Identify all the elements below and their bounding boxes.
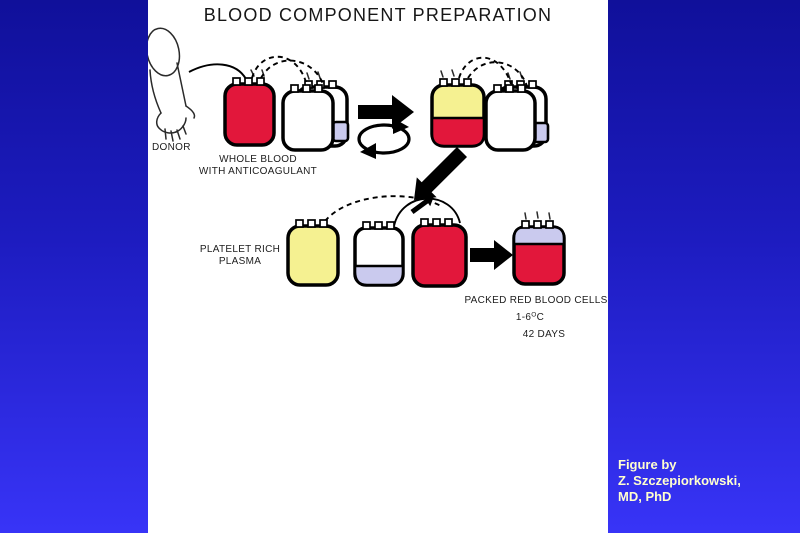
donor-arm-drawing [148,27,196,142]
empty-satellite-bags-2 [484,71,550,152]
transfer-tubing [324,195,442,222]
platelet-rich-plasma-bag [286,219,340,287]
separated-whole-blood-bag [430,69,486,148]
blood-component-diagram: DONOR WHOLE BLOOD WITH ANTICOAGULANT [148,27,607,340]
arrow-right-icon [358,95,414,129]
transfer-tubing [458,56,512,85]
transfer-tubing [467,61,528,87]
centrifuge-rotation-icon [357,118,411,159]
storage-days-label: 42 DAYS [523,329,566,340]
prp-label-line1: PLATELET RICH [200,244,280,255]
slide-panel: BLOOD COMPONENT PREPARATION [148,0,608,533]
whole-blood-label-line1: WHOLE BLOOD [219,154,297,165]
figure-credit: Figure by Z. Szczepiorkowski, MD, PhD [618,457,741,505]
prp-label-line2: PLASMA [219,256,261,267]
platelet-concentrate-bag [353,221,405,287]
transfer-arrow-icon [410,196,434,214]
red-cell-bag [411,218,468,288]
arrow-down-left-icon [414,147,467,200]
whole-blood-bag [223,69,276,147]
figure-credit-line1: Figure by [618,457,677,472]
page-title: BLOOD COMPONENT PREPARATION [203,5,553,25]
figure-credit-line2: Z. Szczepiorkowski, [618,473,741,488]
donor-label: DONOR [152,142,191,153]
transfer-tubing [260,59,324,85]
transfer-tubing [251,55,307,83]
figure-credit-line3: MD, PhD [618,489,672,504]
storage-temp-label: 1-6OC [516,312,544,324]
arrow-right-icon-2 [470,240,513,270]
empty-satellite-bags [281,71,350,152]
packed-red-cells-bag [512,211,566,286]
whole-blood-label-line2: WITH ANTICOAGULANT [199,166,317,177]
prbc-label: PACKED RED BLOOD CELLS [464,295,607,306]
